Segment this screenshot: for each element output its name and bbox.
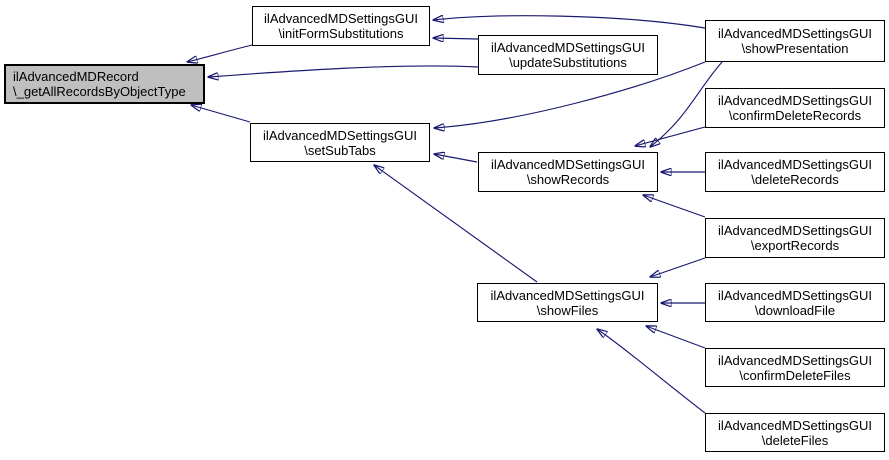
node-label-method: \deleteFiles — [761, 432, 829, 448]
edge-setSubTabs-to-getAllRecordsByObjectType — [191, 105, 251, 123]
node-label-class: ilAdvancedMDSettingsGUI — [718, 93, 872, 108]
node-label-method: \confirmDeleteFiles — [739, 367, 851, 383]
node-label-method: \deleteRecords — [751, 172, 839, 187]
node-exportRecords[interactable]: ilAdvancedMDSettingsGUI \exportRecords — [705, 218, 885, 258]
node-label-method: \showFiles — [536, 302, 599, 318]
edge-initFormSubstitutions-to-getAllRecordsByObjectType — [187, 44, 253, 62]
node-label-class: ilAdvancedMDSettingsGUI — [718, 223, 872, 238]
node-showFiles[interactable]: ilAdvancedMDSettingsGUI \showFiles — [477, 283, 658, 322]
node-label-method: \initFormSubstitutions — [278, 26, 404, 41]
node-label-method: \_getAllRecordsByObjectType — [13, 84, 186, 99]
node-confirmDeleteFiles[interactable]: ilAdvancedMDSettingsGUI \confirmDeleteFi… — [705, 348, 885, 387]
node-label-class: ilAdvancedMDSettingsGUI — [718, 287, 872, 303]
node-label-class: ilAdvancedMDSettingsGUI — [491, 157, 645, 172]
edge-confirmDeleteRecords-to-showRecords — [635, 126, 706, 146]
node-confirmDeleteRecords[interactable]: ilAdvancedMDSettingsGUI \confirmDeleteRe… — [705, 88, 885, 128]
node-deleteFiles[interactable]: ilAdvancedMDSettingsGUI \deleteFiles — [705, 413, 885, 452]
edge-showPresentation-to-initFormSubstitutions — [433, 16, 706, 29]
node-label-class: ilAdvancedMDSettingsGUI — [718, 26, 872, 41]
node-label-class: ilAdvancedMDSettingsGUI — [490, 287, 645, 303]
edge-updateSubstitutions-to-initFormSubstitutions — [433, 38, 479, 39]
node-setSubTabs[interactable]: ilAdvancedMDSettingsGUI \setSubTabs — [250, 123, 430, 162]
node-showPresentation[interactable]: ilAdvancedMDSettingsGUI \showPresentatio… — [705, 20, 885, 62]
edge-exportRecords-to-showFiles — [650, 257, 706, 277]
node-label-class: ilAdvancedMDSettingsGUI — [263, 127, 417, 143]
node-label-class: ilAdvancedMDSettingsGUI — [491, 40, 645, 55]
edge-deleteFiles-to-showFiles — [597, 329, 706, 414]
node-label-method: \showPresentation — [741, 41, 849, 56]
node-label-method: \confirmDeleteRecords — [728, 108, 862, 123]
edge-showFiles-to-setSubTabs — [374, 165, 538, 283]
node-label-class: ilAdvancedMDRecord — [13, 69, 139, 84]
node-label-class: ilAdvancedMDSettingsGUI — [718, 417, 872, 433]
node-label-class: ilAdvancedMDSettingsGUI — [264, 11, 418, 26]
node-downloadFile[interactable]: ilAdvancedMDSettingsGUI \downloadFile — [705, 283, 885, 322]
node-label-method: \downloadFile — [754, 302, 836, 318]
node-initFormSubstitutions[interactable]: ilAdvancedMDSettingsGUI \initFormSubstit… — [252, 6, 430, 46]
node-label-method: \showRecords — [526, 172, 610, 187]
node-label-class: ilAdvancedMDSettingsGUI — [718, 352, 872, 368]
edge-showRecords-to-setSubTabs — [434, 154, 478, 163]
node-showRecords[interactable]: ilAdvancedMDSettingsGUI \showRecords — [478, 152, 658, 192]
edge-showPresentation-to-showRecords — [650, 61, 723, 147]
edge-confirmDeleteFiles-to-showFiles — [646, 326, 706, 349]
node-deleteRecords[interactable]: ilAdvancedMDSettingsGUI \deleteRecords — [705, 152, 885, 192]
node-updateSubstitutions[interactable]: ilAdvancedMDSettingsGUI \updateSubstitut… — [478, 35, 658, 75]
edge-updateSubstitutions-to-getAllRecordsByObjectType — [208, 65, 479, 77]
node-label-class: ilAdvancedMDSettingsGUI — [718, 157, 872, 172]
node-label-method: \updateSubstitutions — [509, 55, 627, 70]
edge-showPresentation-to-setSubTabs — [434, 61, 706, 128]
edge-exportRecords-to-showRecords — [643, 195, 706, 218]
node-label-method: \exportRecords — [750, 238, 840, 253]
node-label-method: \setSubTabs — [304, 142, 376, 158]
node-getAllRecordsByObjectType: ilAdvancedMDRecord \_getAllRecordsByObje… — [4, 64, 205, 104]
